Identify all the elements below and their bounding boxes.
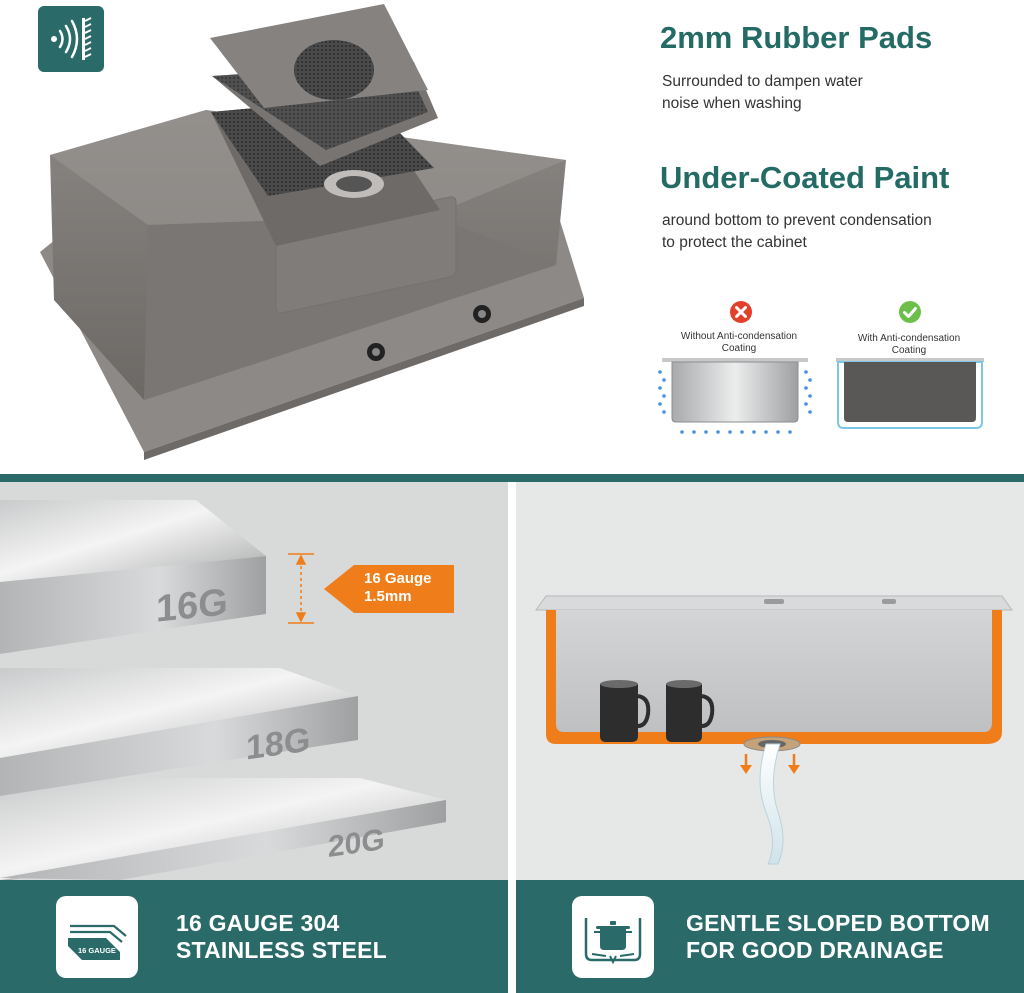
with-coating-line-2: Coating (891, 345, 927, 356)
without-coating-line-1: Without Anti-condensation (680, 331, 798, 342)
gauge-callout: 16 Gauge 1.5mm (324, 565, 454, 613)
without-coating-label: Without Anti-condensation Coating (662, 331, 816, 355)
drainage-footer-line-1: GENTLE SLOPED BOTTOM (686, 910, 990, 936)
footer-drainage: GENTLE SLOPED BOTTOM FOR GOOD DRAINAGE (516, 880, 1024, 993)
rubber-pads-description: Surrounded to dampen water noise when wa… (662, 71, 863, 115)
panel-gap (508, 482, 516, 993)
paint-line-2: to protect the cabinet (662, 234, 807, 251)
gauge-callout-line-2: 1.5mm (364, 588, 412, 605)
mug-left (600, 680, 651, 742)
sound-dampening-badge (38, 6, 104, 72)
callout-arrow-shape (324, 565, 454, 613)
drainage-footer-line-2: FOR GOOD DRAINAGE (686, 937, 944, 963)
drainage-badge (572, 896, 654, 978)
top-feature-panel: 2mm Rubber Pads Surrounded to dampen wat… (0, 0, 1024, 474)
sink-underside-illustration (40, 4, 584, 460)
rubber-pads-title: 2mm Rubber Pads (660, 20, 933, 55)
sound-wave-icon (51, 17, 92, 60)
steel-sheets-illustration (0, 500, 446, 882)
sloped-sink-cutaway (535, 595, 1013, 865)
under-coated-paint-description: around bottom to prevent condensation to… (662, 210, 932, 254)
with-coating-line-1: With Anti-condensation (857, 333, 961, 344)
gauge-callout-text: 16 Gauge 1.5mm (364, 570, 432, 606)
under-coated-paint-title: Under-Coated Paint (660, 160, 950, 195)
rubber-pads-line-2: noise when washing (662, 95, 802, 112)
without-coating-line-2: Coating (721, 343, 757, 354)
pot-in-sink-icon (584, 918, 642, 965)
gauge-label-16g: 16G (156, 581, 228, 631)
cross-icon (730, 301, 752, 323)
gauge-footer-line-2: STAINLESS STEEL (176, 937, 387, 963)
paint-line-1: around bottom to prevent condensation (662, 212, 932, 229)
uncoated-sink-diagram (658, 358, 812, 434)
with-coating-label: With Anti-condensation Coating (832, 333, 986, 357)
drainage-footer-text: GENTLE SLOPED BOTTOM FOR GOOD DRAINAGE (686, 910, 990, 964)
gauge-badge: 16 GAUGE (56, 896, 138, 978)
check-icon (899, 301, 921, 323)
gauge-callout-line-1: 16 Gauge (364, 570, 432, 587)
section-divider (0, 474, 1024, 482)
gauge-badge-text: 16 GAUGE (78, 946, 116, 955)
footer-gauge: 16 GAUGE 16 GAUGE 304 STAINLESS STEEL (0, 880, 508, 993)
coated-sink-diagram (836, 358, 984, 429)
gauge-footer-text: 16 GAUGE 304 STAINLESS STEEL (176, 910, 387, 964)
gauge-footer-line-1: 16 GAUGE 304 (176, 910, 340, 936)
mug-right (666, 680, 715, 742)
rubber-pads-line-1: Surrounded to dampen water (662, 73, 863, 90)
stacked-sheets-icon (68, 924, 127, 960)
